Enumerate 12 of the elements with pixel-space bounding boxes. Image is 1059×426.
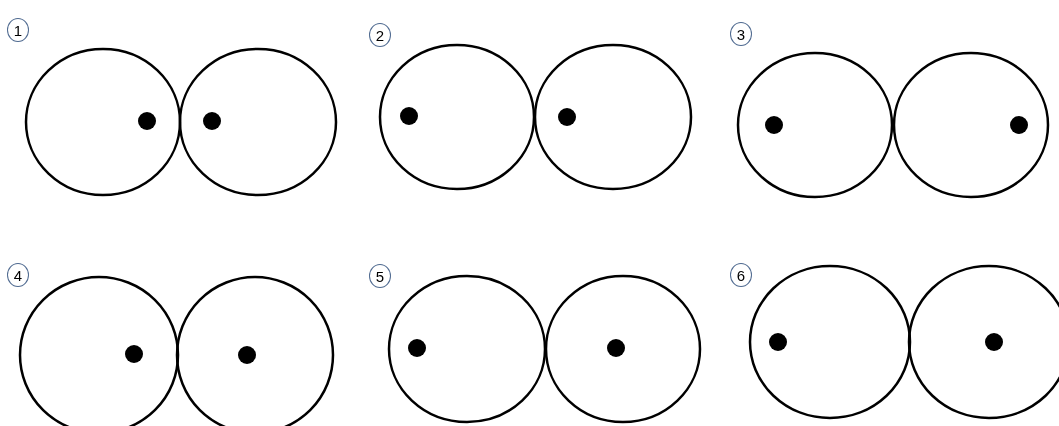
step-number: 3 bbox=[736, 26, 746, 42]
number-badge bbox=[7, 18, 29, 42]
number-badge bbox=[369, 264, 391, 288]
step-number: 6 bbox=[736, 267, 746, 283]
step-number: 2 bbox=[375, 27, 385, 43]
number-badge bbox=[369, 23, 391, 47]
step-number: 5 bbox=[375, 268, 385, 284]
step-number: 4 bbox=[13, 267, 23, 283]
number-badge bbox=[730, 263, 752, 287]
step-number: 1 bbox=[13, 22, 23, 38]
number-badge bbox=[730, 22, 752, 46]
number-badge bbox=[7, 263, 29, 287]
